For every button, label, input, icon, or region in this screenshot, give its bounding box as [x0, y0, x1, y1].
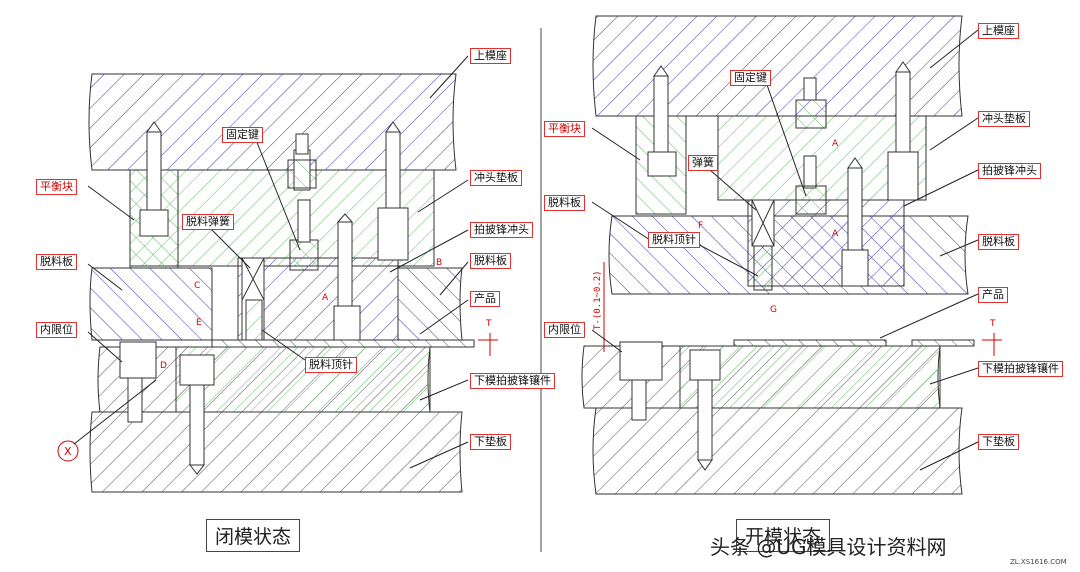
label-spring-right: 弹簧	[688, 155, 718, 171]
label-upper-die-seat-right: 上模座	[978, 23, 1019, 39]
label-balance-block-right: 平衡块	[544, 121, 585, 137]
label-upper-die-seat-left: 上模座	[470, 48, 511, 64]
bolt-punch-left	[377, 121, 409, 261]
stripper-plate-left-r	[397, 267, 463, 341]
label-lower-insert-left: 下模拍披锋镶件	[470, 373, 555, 389]
dim-t-right: T	[989, 319, 996, 329]
ejector-left	[333, 213, 361, 341]
label-lower-pad-right: 下垫板	[978, 434, 1019, 450]
caption-closed: 闭模状态	[206, 519, 301, 552]
label-product-right: 产品	[978, 287, 1008, 303]
label-stripper-plate-left-r: 脱料板	[470, 253, 511, 269]
bolt-key-left-2	[289, 199, 319, 271]
label-inner-limit-left: 内限位	[36, 322, 77, 338]
dim-b-left: B	[436, 258, 442, 268]
label-punch-pad-right: 冲头垫板	[978, 111, 1030, 127]
dim-a-left: A	[322, 293, 329, 303]
x-marker-text: X	[64, 445, 72, 458]
bolt-balance-right	[647, 65, 677, 177]
label-flatten-punch-right: 拍披锋冲头	[978, 163, 1041, 179]
bolt-lower-left-1	[119, 341, 157, 423]
bolt-key-left-1	[287, 133, 317, 191]
dim-g-right: G	[770, 305, 777, 315]
watermark-site: ZL.XS1616.COM	[1010, 558, 1067, 566]
caption-open: 开模状态	[736, 519, 831, 552]
dim-f-right: F	[698, 221, 703, 231]
leaders-right	[591, 29, 979, 471]
label-ejector-pin-right: 脱料顶针	[648, 232, 700, 248]
product-right	[733, 339, 887, 347]
watermark-text: 头条 @UG模具设计资料网	[710, 535, 947, 559]
lower-insert-green-left	[175, 346, 431, 413]
label-lower-insert-right: 下模拍披锋镶件	[978, 361, 1063, 377]
dim-e-left: E	[196, 318, 202, 328]
lower-insert-green-right	[679, 345, 941, 409]
leaders-left	[73, 55, 469, 469]
ejector-right	[841, 157, 869, 287]
dim-d-left: D	[160, 361, 167, 371]
label-fixed-key-left: 固定键	[222, 127, 263, 143]
x-marker-circle	[57, 440, 79, 462]
stripper-plate-left-l	[89, 267, 213, 341]
bolt-balance-left	[139, 121, 169, 237]
spring-right	[751, 199, 775, 291]
label-stripper-plate-right-l: 脱料板	[544, 195, 585, 211]
lower-pad-right	[592, 407, 963, 495]
spring-left	[241, 257, 265, 341]
right-view: A A F G T T-(0.1~0.2)	[581, 15, 1002, 495]
product-right-2	[911, 339, 975, 347]
label-product-left: 产品	[470, 291, 500, 307]
vertical-dim: T-(0.1~0.2)	[593, 270, 603, 330]
bolt-key-right-2	[795, 155, 827, 215]
upper-die-seat-right	[592, 15, 963, 117]
upper-die-seat-left	[88, 73, 457, 171]
label-punch-pad-left: 冲头垫板	[470, 170, 522, 186]
bolt-lower-right-2	[689, 349, 721, 471]
label-flatten-punch-left: 拍披锋冲头	[470, 222, 533, 238]
dim-c-left: C	[194, 281, 200, 291]
label-ejector-pin-left: 脱料顶针	[305, 357, 357, 373]
label-stripper-spring-left: 脱料弹簧	[182, 214, 234, 230]
label-balance-block-left: 平衡块	[36, 179, 77, 195]
bolt-lower-right-1	[619, 341, 663, 421]
dim-a-right: A	[832, 139, 839, 149]
bolt-punch-right	[887, 61, 919, 201]
left-view: X A B C D E T	[57, 55, 498, 493]
bolt-lower-left-2	[179, 354, 215, 475]
product-left	[211, 339, 475, 348]
dim-t-left: T	[485, 319, 492, 329]
lower-pad-left	[89, 411, 463, 493]
dim-a2-right: A	[832, 229, 839, 239]
label-stripper-plate-right-r: 脱料板	[978, 234, 1019, 250]
label-inner-limit-right: 内限位	[544, 322, 585, 338]
label-stripper-plate-left-l: 脱料板	[36, 254, 77, 270]
label-fixed-key-right: 固定键	[730, 70, 771, 86]
label-lower-pad-left: 下垫板	[470, 434, 511, 450]
bolt-key-right-1	[795, 77, 827, 129]
